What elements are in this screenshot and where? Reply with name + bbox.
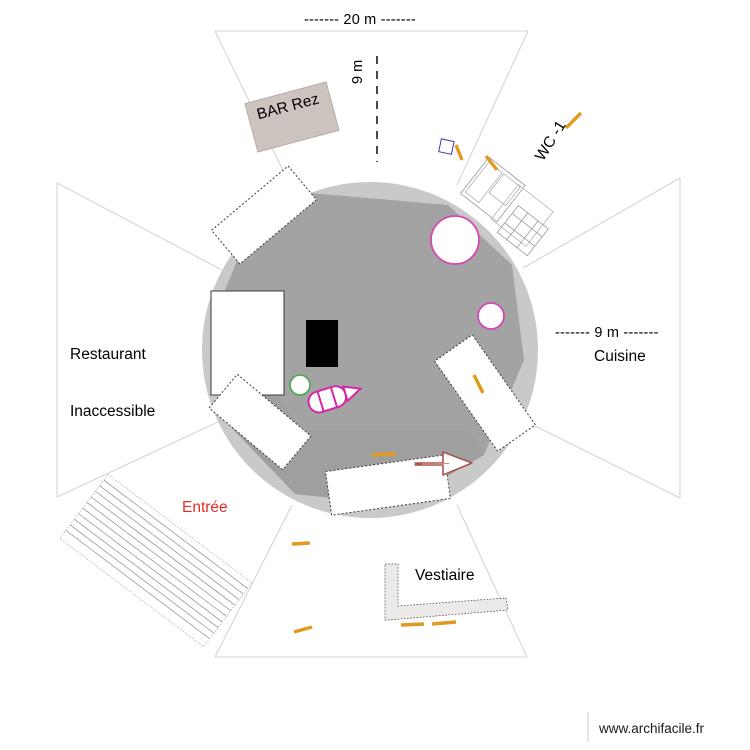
vestiaire-walls — [384, 563, 509, 621]
south-sector-right-edge — [456, 504, 528, 658]
entree-stairs — [59, 474, 253, 648]
north-sector-right-edge — [456, 30, 529, 186]
direction-arrow — [414, 451, 473, 476]
dimension-label-right: ------- 9 m ------- — [555, 325, 659, 341]
round-table-small[interactable] — [477, 302, 505, 330]
door-block-northwest[interactable] — [210, 165, 318, 265]
door-markers-vestiaire — [400, 620, 457, 627]
east-sector-top-edge — [522, 177, 681, 269]
room-label-restaurant: Restaurant Inaccessible — [70, 307, 155, 440]
room-label-cuisine: Cuisine — [594, 348, 646, 365]
door-marker-vestiaire-b — [431, 620, 457, 626]
door-block-west[interactable] — [210, 290, 285, 396]
bench-fixture-pink[interactable] — [306, 379, 364, 415]
west-sector-bottom-edge — [56, 419, 223, 498]
west-sector-top-edge — [56, 182, 223, 271]
door-marker-vestiaire-a — [400, 622, 425, 627]
round-table-large[interactable] — [430, 215, 480, 265]
door-block-east[interactable] — [433, 334, 537, 452]
round-stool-green[interactable] — [289, 374, 311, 396]
door-marker-entree-b — [293, 625, 313, 634]
room-label-vestiaire: Vestiaire — [415, 567, 475, 584]
interior-black-block — [306, 320, 338, 367]
bar-rez-block — [244, 81, 340, 153]
door-marker-south-inner — [371, 452, 397, 457]
door-marker-wc-a — [564, 111, 583, 130]
wc-small-fixture — [438, 138, 455, 155]
south-sector-left-edge — [214, 504, 293, 658]
room-label-restaurant-line2: Inaccessible — [70, 403, 156, 420]
door-markers-wc — [454, 111, 583, 172]
dimension-label-top: ------- 20 m ------- — [304, 12, 416, 28]
watermark-label: www.archifacile.fr — [599, 721, 705, 736]
door-block-south[interactable] — [324, 454, 452, 516]
door-marker-entree-a — [291, 541, 311, 546]
door-markers-interior — [371, 374, 485, 457]
door-marker-wc-b — [454, 144, 464, 161]
door-block-southwest[interactable] — [208, 373, 312, 471]
door-markers-entree — [291, 541, 313, 634]
door-marker-east-inner — [472, 374, 485, 394]
room-label-entree: Entrée — [182, 499, 228, 516]
site-boundary-lines — [56, 30, 681, 742]
dimension-label-vertical: 9 m — [350, 59, 366, 84]
door-marker-wc-c — [484, 154, 499, 172]
room-label-restaurant-line1: Restaurant — [70, 346, 146, 363]
east-sector-bottom-edge — [522, 419, 681, 499]
